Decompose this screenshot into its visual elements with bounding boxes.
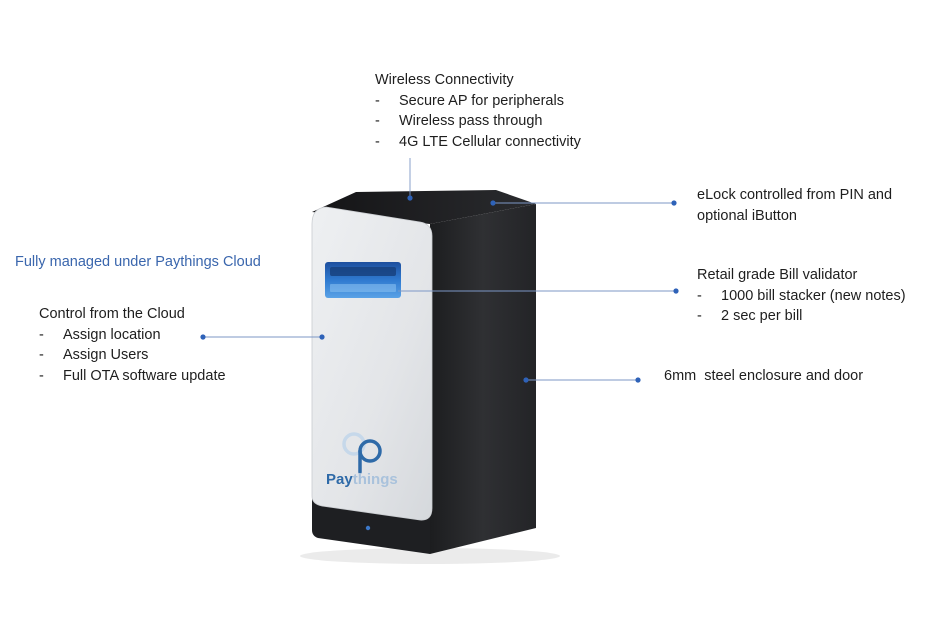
callout-wireless: Wireless Connectivity -Secure AP for per… [375, 70, 581, 152]
status-led [365, 525, 371, 531]
leader-dot-elock-start [490, 200, 496, 206]
callout-wireless-title: Wireless Connectivity [375, 72, 514, 88]
brand-logo-part2: things [353, 471, 398, 488]
leader-dot-enclosure-end [635, 377, 641, 383]
callout-enclosure-title: 6mm steel enclosure and door [664, 368, 864, 384]
leader-dot-wireless [407, 195, 413, 201]
paythings-p-logo-icon [342, 432, 382, 474]
callout-enclosure: 6mm steel enclosure and door [664, 366, 863, 387]
callout-cloud-control: Control from the Cloud -Assign location … [39, 304, 226, 386]
callout-cloud-control-item: -Full OTA software update [39, 367, 226, 384]
callout-elock-line1: eLock controlled from PIN and [697, 187, 893, 203]
callout-elock: eLock controlled from PIN and optional i… [697, 185, 892, 226]
callout-wireless-item: -Wireless pass through [375, 113, 543, 129]
callout-validator-title: Retail grade Bill validator [697, 267, 858, 283]
callout-elock-line2: optional iButton [697, 207, 797, 224]
callout-validator-item: -2 sec per bill [697, 308, 803, 324]
bill-validator-slot [325, 262, 401, 298]
leader-dot-elock-end [671, 200, 677, 206]
ground-shadow [300, 548, 560, 564]
callout-validator: Retail grade Bill validator -1000 bill s… [697, 265, 906, 327]
brand-logo-text: Paythings [326, 471, 398, 488]
callout-cloud-control-title: Control from the Cloud [39, 306, 185, 322]
leader-dot-cloud-start [200, 334, 206, 340]
device-side-panel [430, 204, 536, 554]
callout-cloud-control-item: -Assign location [39, 326, 161, 343]
callout-validator-item: -1000 bill stacker (new notes) [697, 287, 906, 304]
leader-dot-cloud-end [319, 334, 325, 340]
leader-dot-validator [673, 288, 679, 294]
cloud-managed-note: Fully managed under Paythings Cloud [15, 254, 261, 270]
brand-logo-part1: Pay [326, 471, 353, 488]
callout-wireless-item: -Secure AP for peripherals [375, 92, 564, 109]
callout-cloud-control-item: -Assign Users [39, 347, 149, 363]
leader-dot-enclosure-start [523, 377, 529, 383]
callout-wireless-item: -4G LTE Cellular connectivity [375, 133, 581, 150]
